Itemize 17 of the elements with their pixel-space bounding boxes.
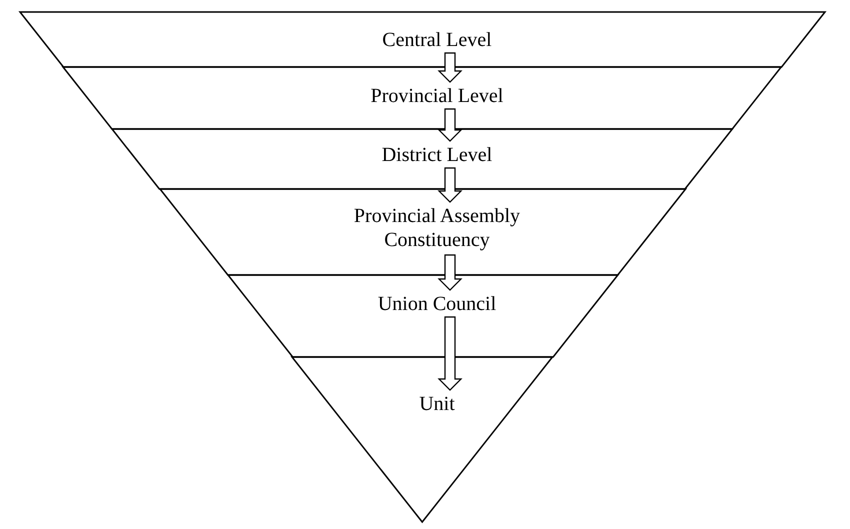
hierarchy-level-band: [228, 275, 618, 357]
block-arrow: [438, 167, 462, 203]
block-arrow: [438, 52, 462, 83]
hierarchy-level-band: [160, 189, 686, 275]
block-arrow: [438, 254, 462, 291]
level-label: Central Level: [381, 28, 493, 52]
hierarchy-level-band: [112, 129, 733, 189]
level-label: Union Council: [376, 292, 498, 316]
level-label: Provincial Level: [370, 84, 504, 108]
block-arrow: [438, 316, 462, 391]
level-label: Provincial Assembly Constituency: [352, 204, 522, 252]
hierarchy-level-band: [63, 67, 782, 129]
hierarchy-level-band: [20, 12, 825, 67]
hierarchy-level-band: [292, 357, 553, 522]
level-label: District Level: [380, 143, 494, 167]
level-label: Unit: [418, 392, 456, 416]
block-arrow: [438, 108, 462, 142]
